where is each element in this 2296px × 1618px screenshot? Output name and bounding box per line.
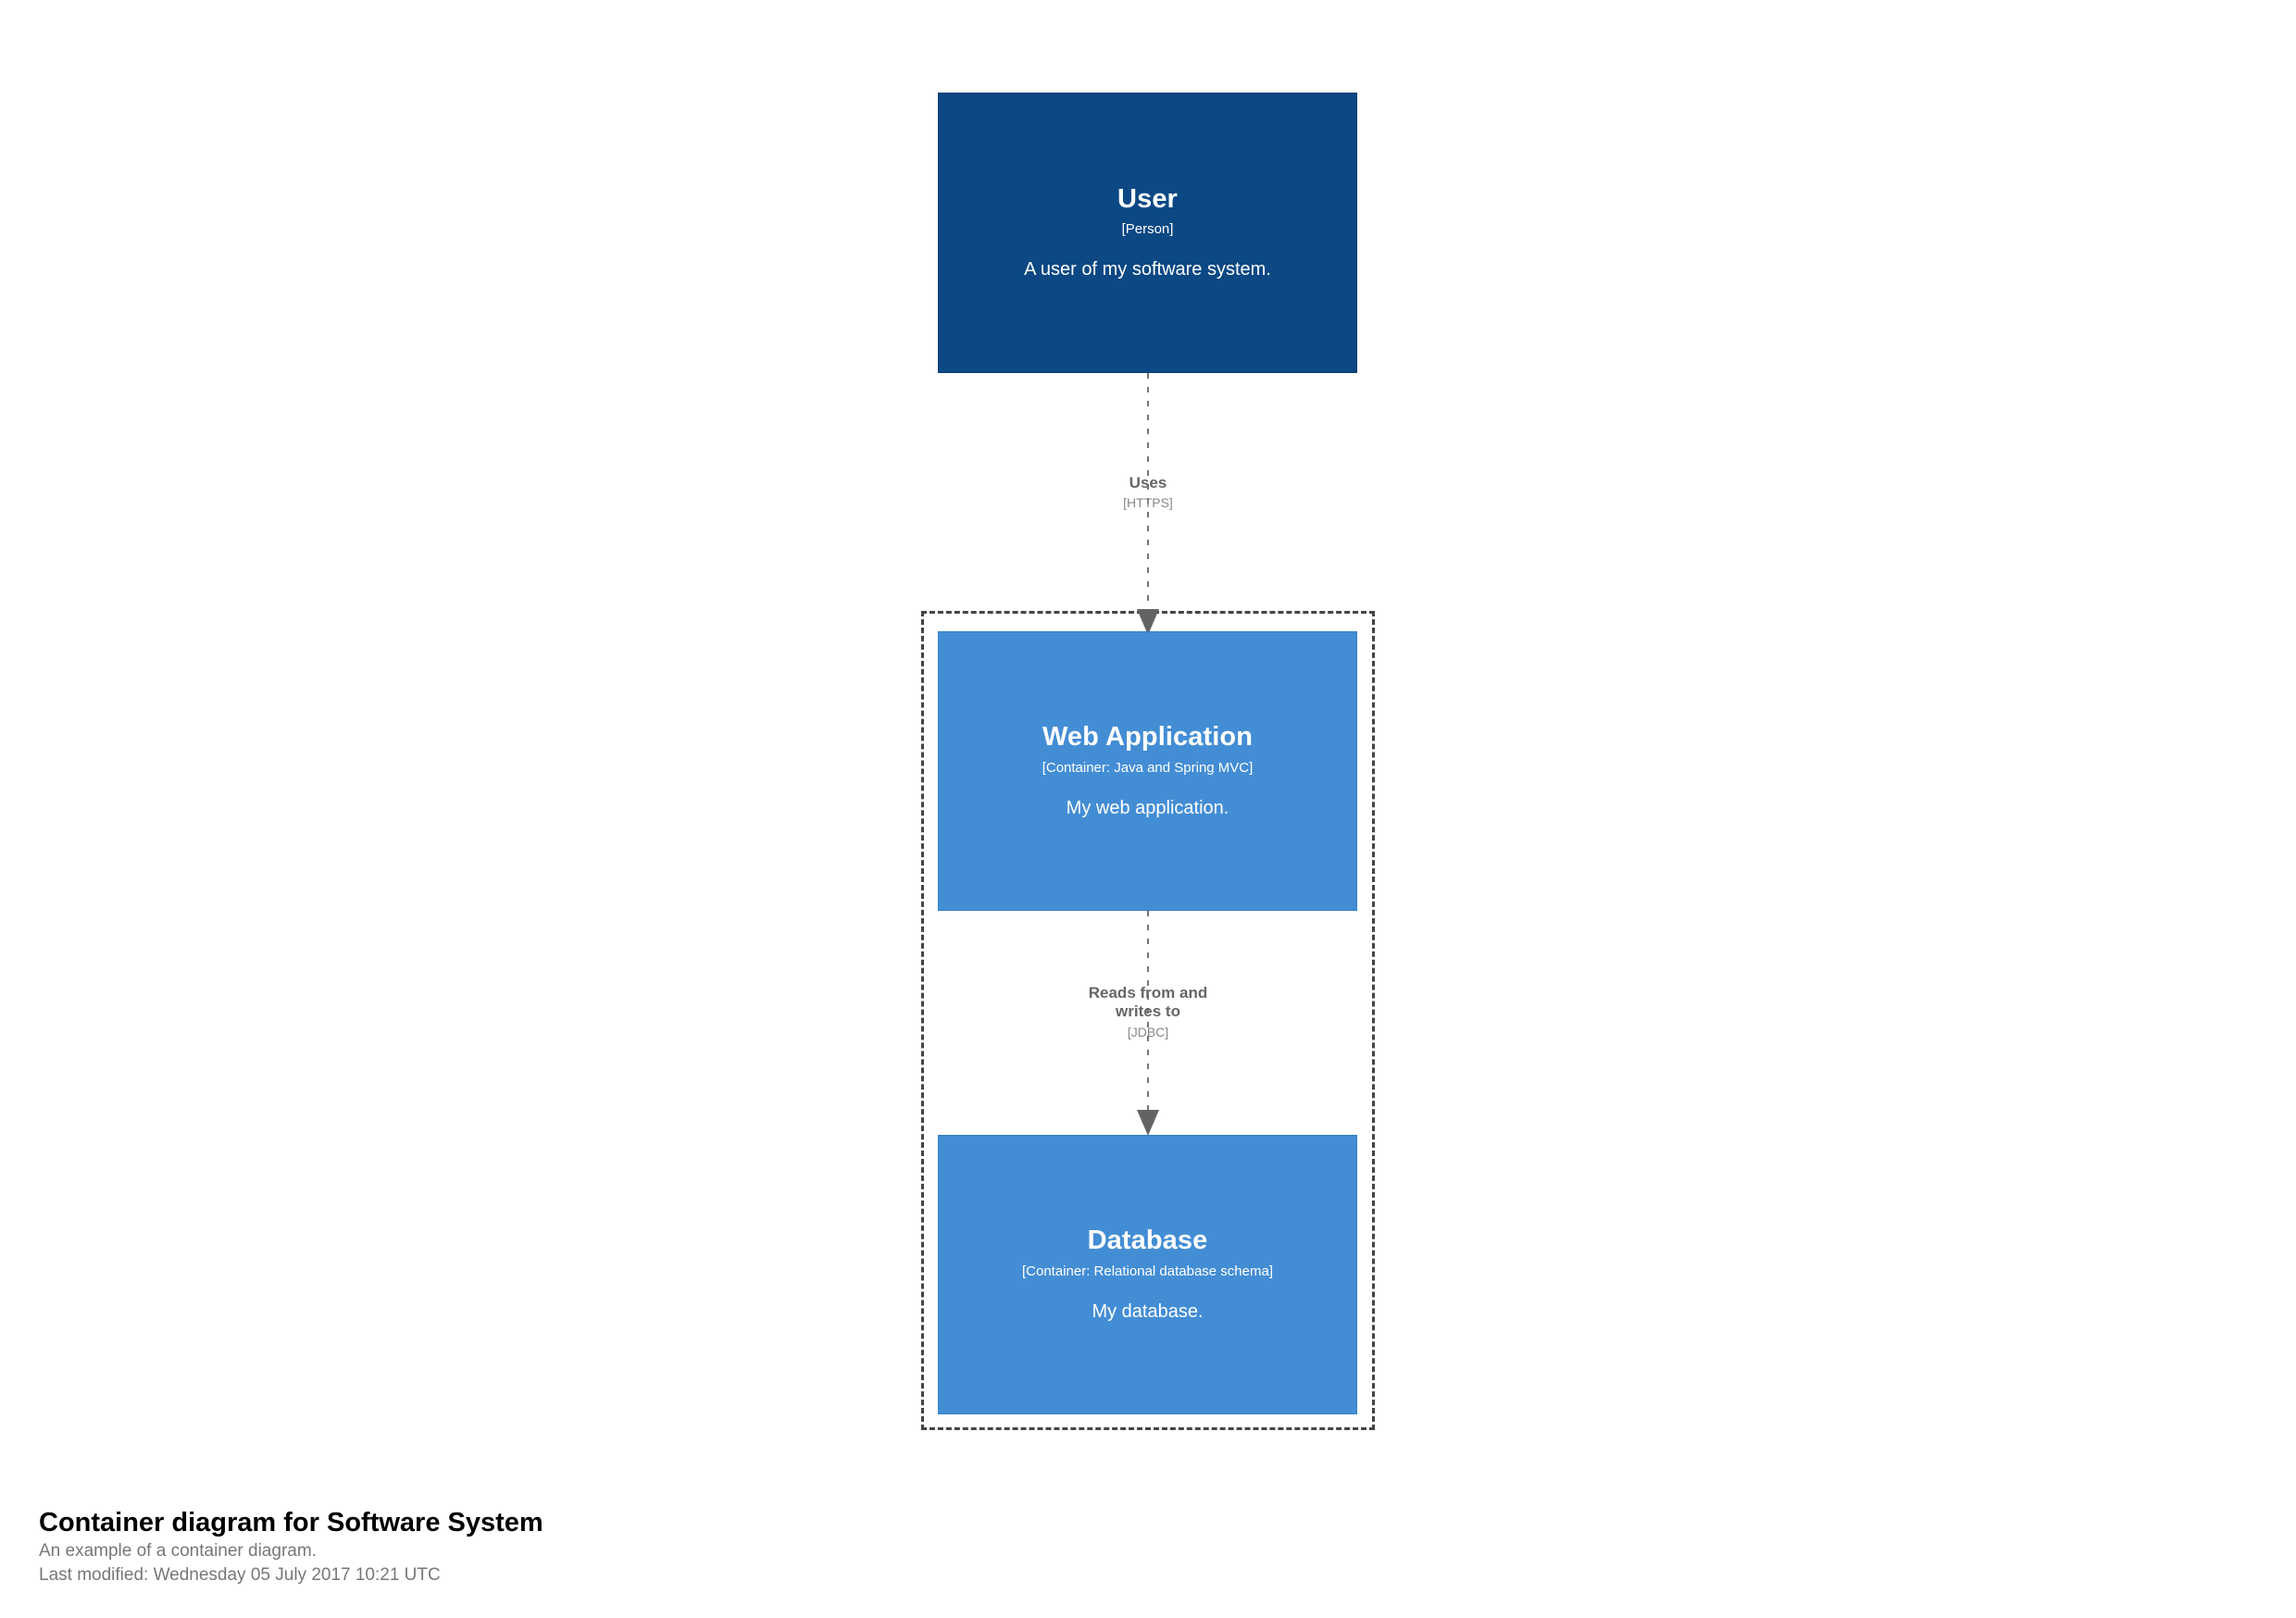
relationship-technology: [HTTPS] <box>1123 495 1173 511</box>
node-database[interactable]: Database [Container: Relational database… <box>938 1135 1357 1414</box>
relationship-technology: [JDBC] <box>1127 1024 1169 1039</box>
caption-title: Container diagram for Software System <box>39 1508 543 1537</box>
node-database-description: My database. <box>1092 1301 1204 1322</box>
diagram-caption: Container diagram for Software System An… <box>39 1506 543 1587</box>
node-user-description: A user of my software system. <box>1024 259 1271 280</box>
relationship-description-line1: Reads from and <box>1088 984 1208 1002</box>
node-web-application-description: My web application. <box>1066 797 1229 818</box>
node-database-tech: [Container: Relational database schema] <box>1022 1263 1273 1279</box>
node-database-title: Database <box>1087 1226 1208 1256</box>
caption-subtitle: An example of a container diagram. <box>39 1541 317 1562</box>
node-user[interactable]: User [Person] A user of my software syst… <box>938 93 1357 373</box>
relationship-label-webapp-reads-writes-database: Reads from and writes to [JDBC] <box>1018 984 1278 1040</box>
relationship-description: Uses <box>1129 474 1167 492</box>
node-web-application[interactable]: Web Application [Container: Java and Spr… <box>938 631 1357 911</box>
relationship-description-line2: writes to <box>1116 1002 1180 1021</box>
relationship-label-user-uses-webapp: Uses [HTTPS] <box>1018 474 1278 511</box>
node-user-title: User <box>1117 183 1178 214</box>
node-web-application-tech: [Container: Java and Spring MVC] <box>1042 759 1254 776</box>
node-user-tech: [Person] <box>1121 221 1174 238</box>
caption-last-modified: Last modified: Wednesday 05 July 2017 10… <box>39 1564 441 1585</box>
node-web-application-title: Web Application <box>1042 722 1254 753</box>
